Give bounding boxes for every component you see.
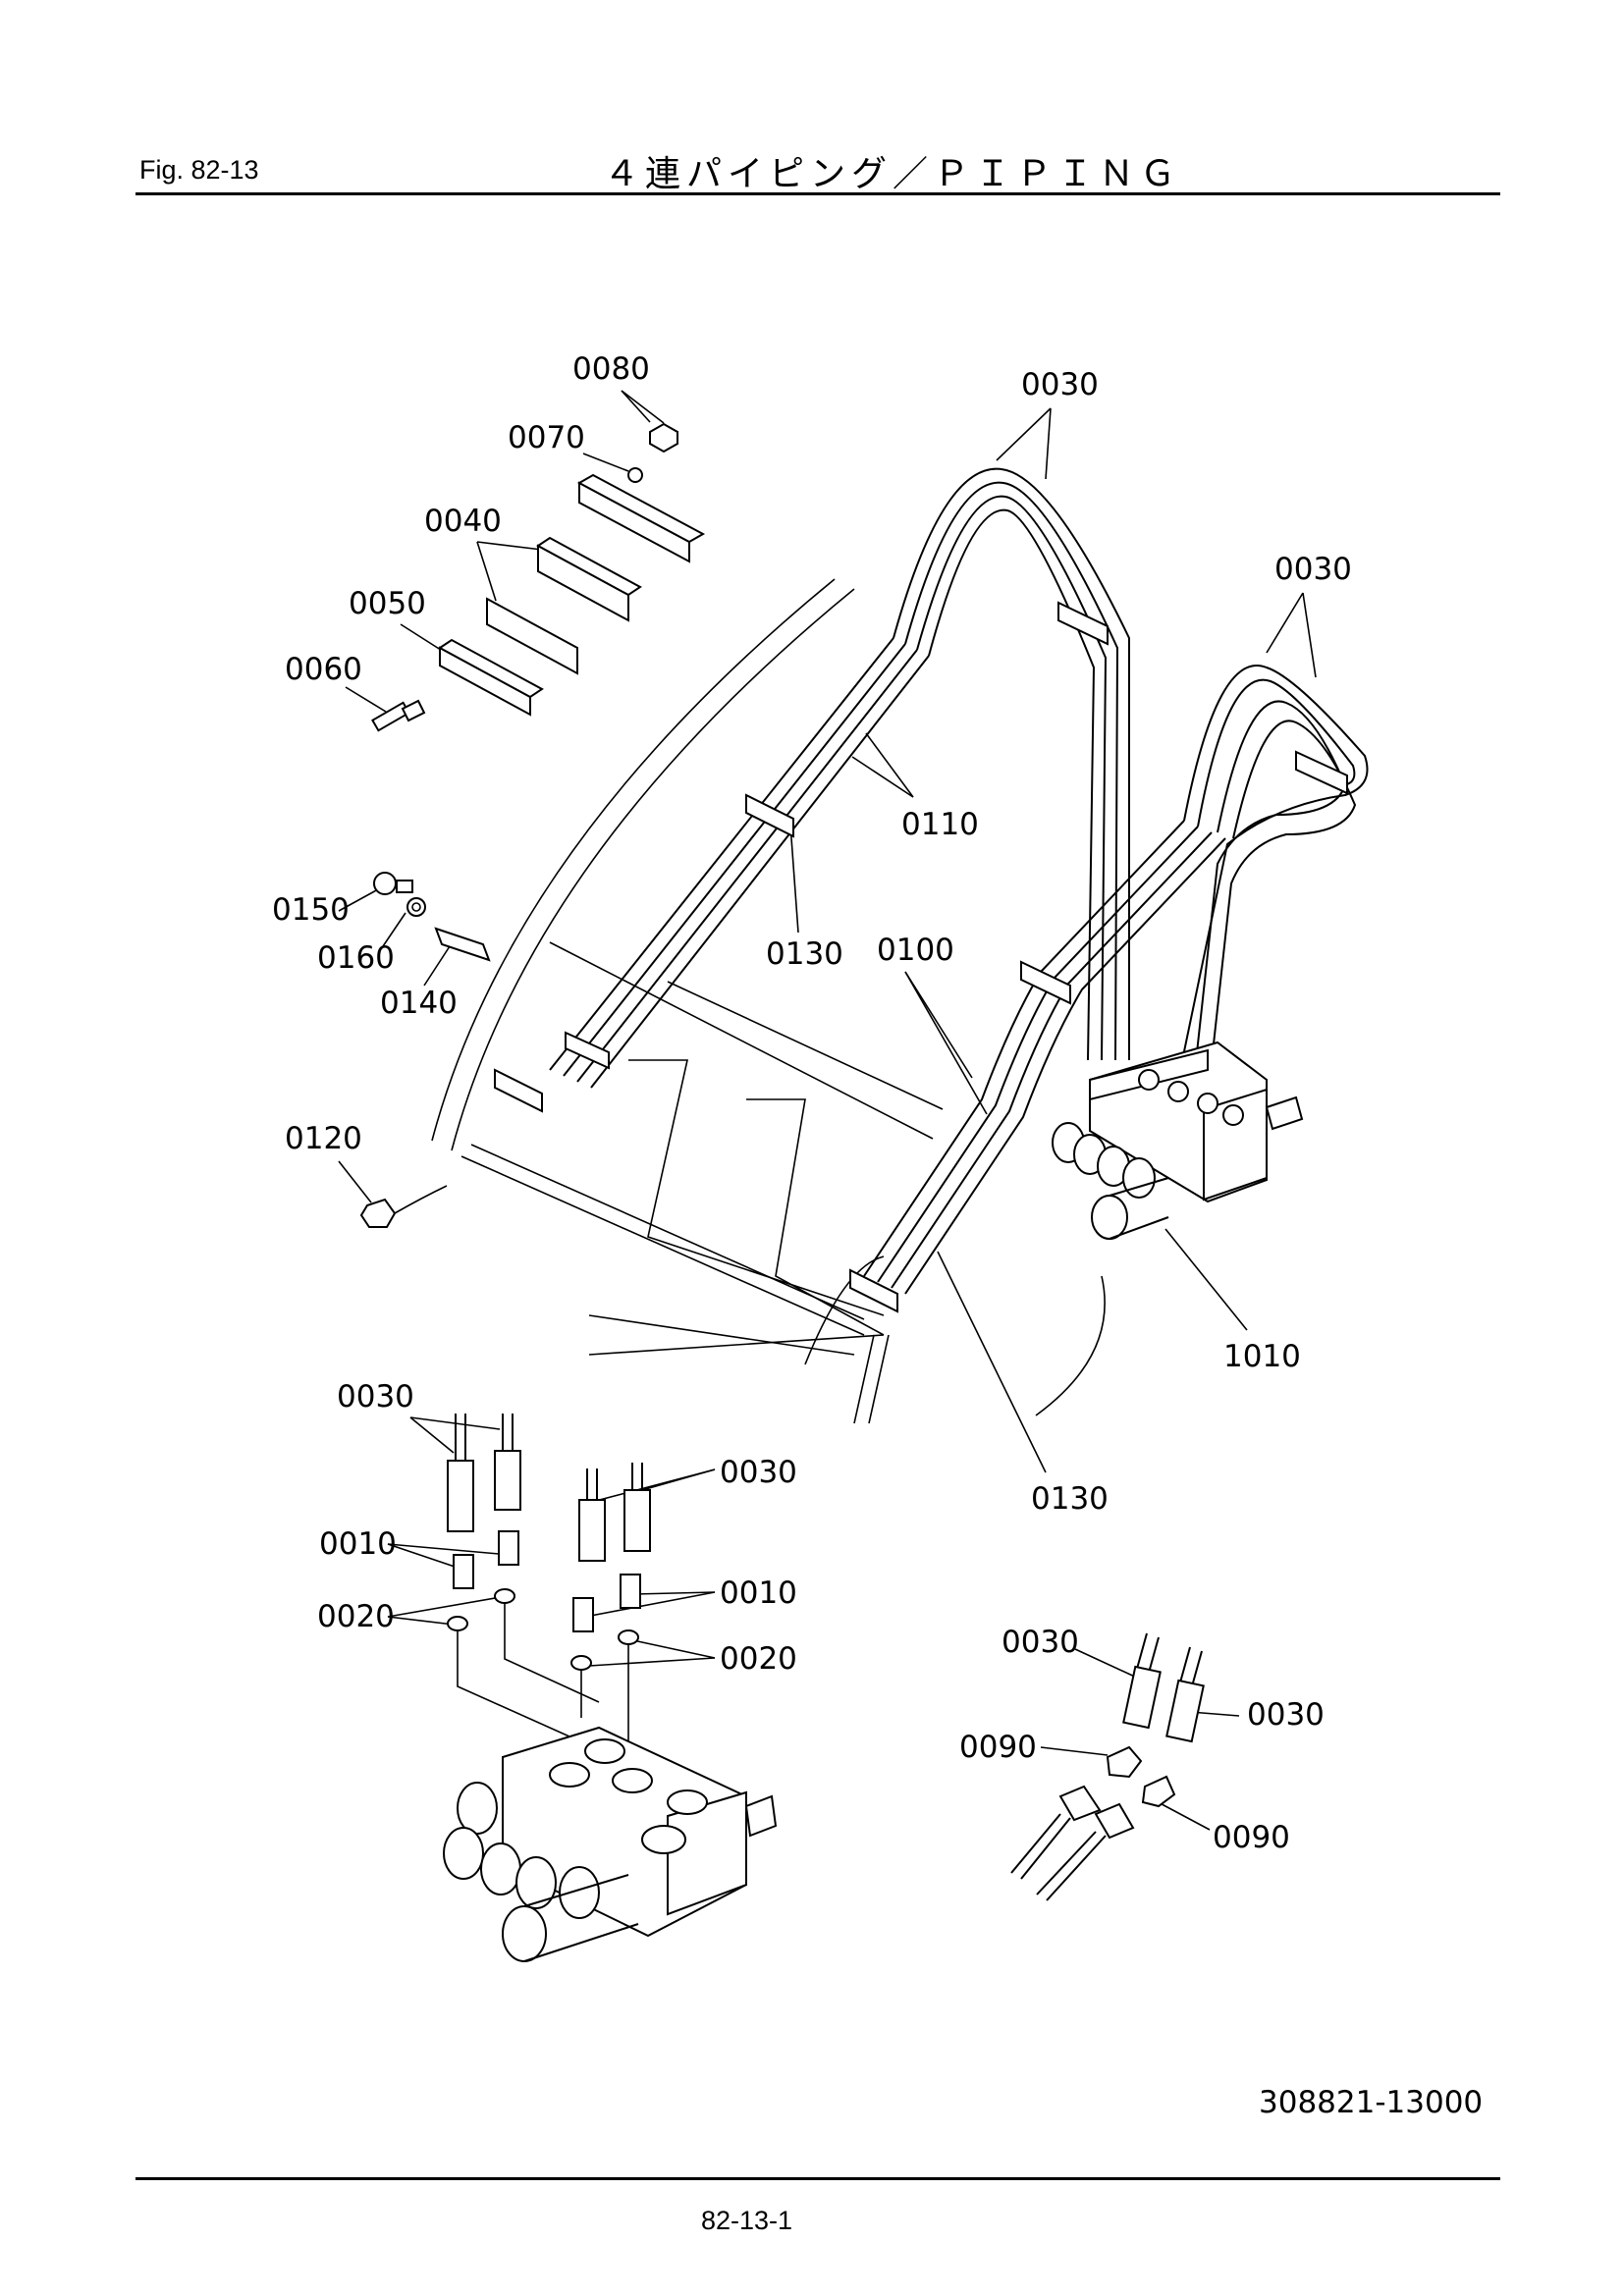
callout-0010-detail-b: 0010: [720, 1575, 797, 1611]
detail-valve-fittings: [443, 1414, 778, 1962]
header-rule: [135, 192, 1500, 195]
callout-0070: 0070: [508, 420, 585, 455]
pipe-bundle-0110: [549, 637, 930, 1089]
callout-0140: 0140: [380, 986, 458, 1021]
callout-0130-low: 0130: [1031, 1481, 1109, 1517]
callout-0010-detail-a: 0010: [319, 1526, 397, 1562]
callout-0110: 0110: [901, 807, 979, 842]
frame-outline: [431, 578, 1106, 1424]
pipe-clamps: [494, 601, 1348, 1313]
callout-0090-detail-b: 0090: [1213, 1820, 1290, 1855]
detail-elbow-fittings: [1010, 1632, 1205, 1901]
figure-number: Fig. 82-13: [139, 155, 259, 185]
pipe-bundle-0030-upper: [893, 467, 1130, 1061]
callout-0030-top: 0030: [1021, 367, 1099, 402]
callout-0120: 0120: [285, 1121, 362, 1156]
callout-1010: 1010: [1223, 1339, 1301, 1374]
callout-0030-detail-a: 0030: [337, 1379, 414, 1415]
page-number: 82-13-1: [701, 2206, 793, 2235]
callout-0060: 0060: [285, 652, 362, 687]
callout-0150: 0150: [272, 892, 350, 928]
callout-0040: 0040: [424, 504, 502, 539]
mounting-hardware: [359, 872, 491, 1228]
leader-lines: [338, 390, 1317, 1831]
callout-0030-right: 0030: [1274, 552, 1352, 587]
callout-0090-detail-a: 0090: [959, 1730, 1037, 1765]
callout-0030-detail-c: 0030: [1001, 1625, 1079, 1660]
figure-title: ４連パイピング／ＰＩＰＩＮＧ: [604, 153, 1182, 193]
control-valve-main: [1052, 1041, 1304, 1240]
callout-0130-mid: 0130: [766, 936, 843, 972]
callout-0160: 0160: [317, 940, 395, 976]
callout-0080: 0080: [572, 351, 650, 387]
callout-0100: 0100: [877, 933, 954, 968]
drawing-number: 308821-13000: [1259, 2085, 1484, 2120]
callout-0030-detail-b: 0030: [720, 1455, 797, 1490]
callout-0050: 0050: [349, 586, 426, 621]
callout-0020-detail-a: 0020: [317, 1599, 395, 1634]
callout-0030-detail-d: 0030: [1247, 1697, 1325, 1733]
pipe-bundle-0030-right: [1177, 665, 1369, 1081]
clamp-bracket-assembly: [371, 422, 706, 732]
footer-rule: [135, 2177, 1500, 2180]
callout-0020-detail-b: 0020: [720, 1641, 797, 1677]
